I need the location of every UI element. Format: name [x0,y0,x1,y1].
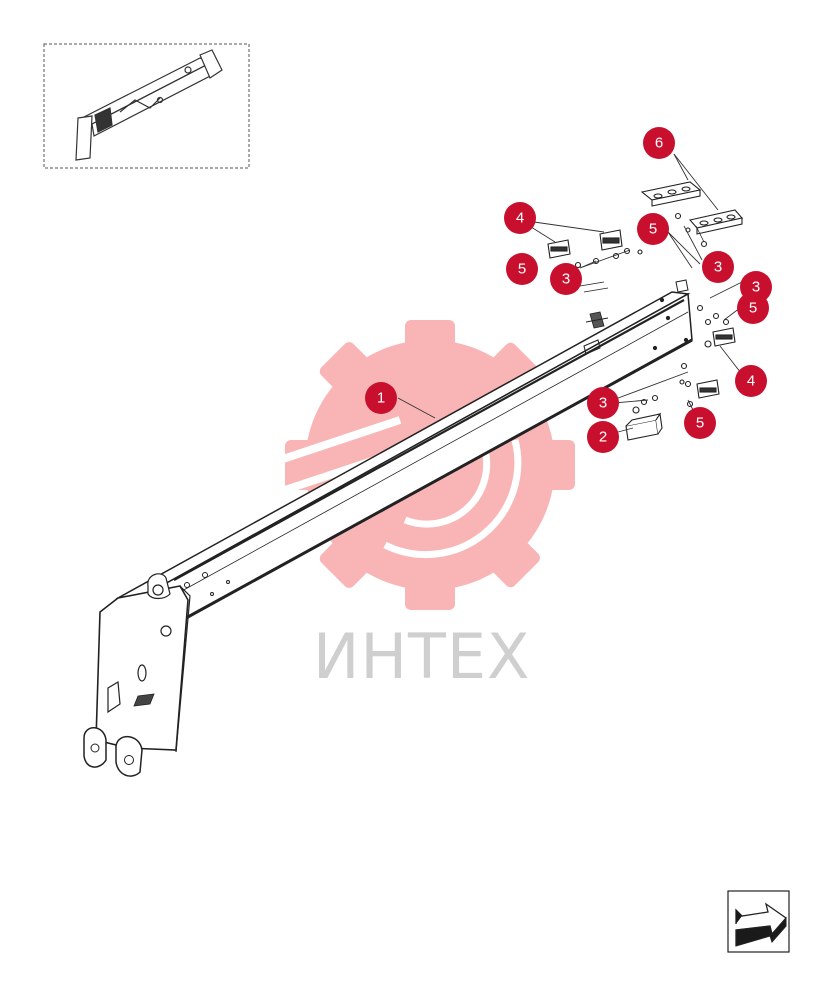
svg-text:2: 2 [599,429,607,446]
svg-text:3: 3 [752,279,760,296]
next-page-arrow-icon [735,902,787,947]
callout-3: 3 [550,263,582,295]
next-page-button[interactable] [727,890,790,953]
callout-5: 5 [506,253,538,285]
callout-3: 3 [702,251,734,283]
svg-text:5: 5 [749,300,757,317]
svg-text:4: 4 [747,373,755,390]
svg-text:6: 6 [655,135,663,152]
svg-text:4: 4 [516,210,524,227]
callout-2: 2 [587,421,619,453]
callout-3: 3 [587,387,619,419]
boom-arm [83,279,693,777]
svg-text:5: 5 [696,415,704,432]
callout-5: 5 [637,213,669,245]
callout-5: 5 [684,407,716,439]
callout-1: 1 [365,382,397,414]
svg-text:5: 5 [518,261,526,278]
callout-5: 5 [737,292,769,324]
svg-text:5: 5 [649,221,657,238]
svg-text:3: 3 [714,259,722,276]
watermark-text: ИНТЕХ [313,620,531,693]
svg-text:3: 3 [599,395,607,412]
svg-text:1: 1 [377,390,385,407]
callout-6: 6 [643,127,675,159]
svg-text:3: 3 [562,271,570,288]
overview-thumbnail [43,43,250,169]
callouts: 1 2 3 3 3 3 4 4 5 5 5 5 6 [365,127,772,453]
callout-4: 4 [735,365,767,397]
callout-4: 4 [504,202,536,234]
